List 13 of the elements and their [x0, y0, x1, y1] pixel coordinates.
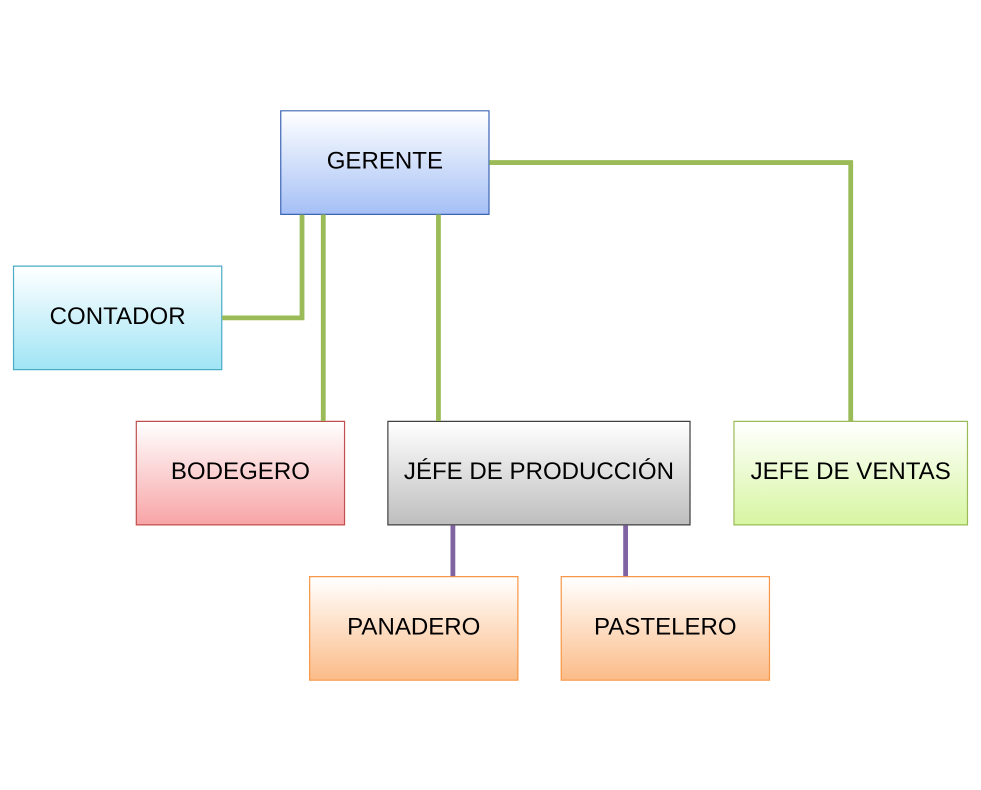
node-box: PASTELERO: [560, 576, 770, 680]
node-box: BODEGERO: [136, 420, 346, 525]
connector: [623, 524, 628, 576]
connector: [222, 214, 304, 320]
connector: [450, 524, 456, 576]
node-box: PANADERO: [309, 576, 518, 680]
node-box: CONTADOR: [12, 265, 222, 370]
node-box: JEFE DE VENTAS: [733, 420, 968, 525]
connector: [436, 214, 441, 420]
node-box: JÉFE DE PRODUCCIÓN: [387, 420, 691, 525]
node-box: GERENTE: [280, 110, 490, 214]
connector: [489, 160, 854, 421]
connector: [320, 214, 326, 420]
